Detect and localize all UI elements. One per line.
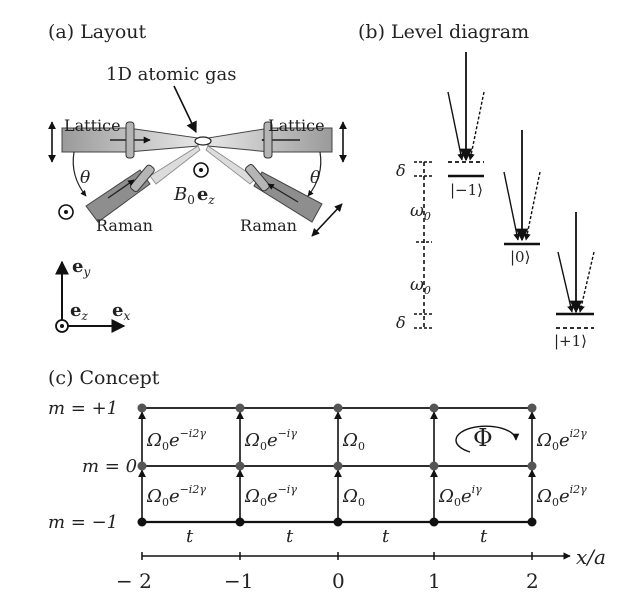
x-tick-label: 1 bbox=[428, 569, 441, 593]
lattice-column bbox=[333, 403, 343, 527]
site bbox=[333, 461, 343, 471]
panel-b: (b) Level diagram δ δ ω0 ω0 |−1⟩ |0⟩ bbox=[358, 21, 595, 350]
x-tick-label: −1 bbox=[224, 569, 253, 593]
site bbox=[333, 517, 343, 527]
panel-c-title: (c) Concept bbox=[48, 367, 160, 389]
panel-a-title: (a) Layout bbox=[48, 21, 147, 43]
lattice-columns bbox=[137, 403, 537, 527]
level-plus-one: |+1⟩ bbox=[554, 212, 595, 350]
coupling-upper: Ω0e−iγ bbox=[244, 427, 297, 453]
polarization-arrow-raman-right bbox=[311, 203, 343, 237]
tunneling-label: t bbox=[382, 526, 390, 547]
panel-b-title: (b) Level diagram bbox=[358, 21, 529, 43]
coupling-lower: Ω0ei2γ bbox=[536, 483, 587, 509]
site bbox=[527, 517, 537, 527]
site bbox=[137, 461, 147, 471]
level-label-plus-one: |+1⟩ bbox=[554, 332, 587, 350]
site bbox=[333, 403, 343, 413]
site bbox=[235, 517, 245, 527]
x-tick-label: 0 bbox=[332, 569, 345, 593]
coupling-lower: Ω0eiγ bbox=[438, 483, 482, 509]
atomic-gas-cloud bbox=[194, 136, 212, 146]
panel-c: (c) Concept m = +1 m = 0 m = −1 bbox=[48, 367, 606, 593]
level-label-zero: |0⟩ bbox=[510, 248, 530, 266]
tunneling-label: t bbox=[480, 526, 488, 547]
theta-left: θ bbox=[80, 168, 90, 188]
lens-right bbox=[263, 121, 273, 159]
lattice-column bbox=[527, 403, 537, 527]
axis-y-label: ey bbox=[72, 256, 90, 279]
site bbox=[429, 517, 439, 527]
site bbox=[527, 403, 537, 413]
lattice-label-left: Lattice bbox=[64, 116, 121, 135]
lattice-column bbox=[429, 403, 439, 527]
atomic-gas-label: 1D atomic gas bbox=[106, 64, 237, 85]
x-tick-label: − 2 bbox=[116, 569, 152, 593]
site bbox=[137, 403, 147, 413]
raman-label-left: Raman bbox=[96, 216, 153, 235]
delta-label-bottom: δ bbox=[396, 313, 406, 332]
tunneling-label: t bbox=[286, 526, 294, 547]
level-minus-one: |−1⟩ bbox=[447, 52, 485, 199]
axis-x-label: ex bbox=[112, 300, 130, 323]
omega-label-bottom: ω0 bbox=[410, 275, 431, 297]
site bbox=[429, 461, 439, 471]
theta-arc-left bbox=[72, 151, 87, 197]
raman-label-right: Raman bbox=[240, 216, 297, 235]
atomic-gas-pointer bbox=[173, 85, 197, 134]
axis-z-label: ez bbox=[70, 300, 88, 323]
level-zero: |0⟩ bbox=[503, 130, 541, 266]
coupling-upper: Ω0e−i2γ bbox=[146, 427, 206, 453]
level-label-minus-one: |−1⟩ bbox=[450, 181, 483, 199]
coupling-lower: Ω0e−i2γ bbox=[146, 483, 206, 509]
row-label-minus-one: m = −1 bbox=[48, 512, 118, 533]
coupling-lower: Ω0e−iγ bbox=[244, 483, 297, 509]
panel-a: (a) Layout 1D atomic gas θ θ bbox=[48, 21, 347, 333]
raman-mirror-left bbox=[130, 164, 155, 192]
out-of-plane-icon-center bbox=[193, 162, 209, 178]
coupling-lower: Ω0 bbox=[342, 486, 365, 509]
coupling-upper: Ω0 bbox=[342, 430, 365, 453]
site bbox=[235, 461, 245, 471]
flux-circulation-arrow bbox=[455, 425, 520, 453]
out-of-plane-icon-left bbox=[58, 204, 74, 220]
x-tick-label: 2 bbox=[526, 569, 539, 593]
site bbox=[137, 517, 147, 527]
theta-right: θ bbox=[310, 168, 320, 188]
theta-arc-right bbox=[307, 151, 322, 197]
lattice-column bbox=[235, 403, 245, 527]
coupling-upper: Ω0ei2γ bbox=[536, 427, 587, 453]
lattice-column bbox=[137, 403, 147, 527]
row-label-zero: m = 0 bbox=[82, 456, 137, 477]
lens-left bbox=[125, 121, 135, 159]
site bbox=[527, 461, 537, 471]
site bbox=[429, 403, 439, 413]
tunneling-label: t bbox=[186, 526, 194, 547]
lattice-label-right: Lattice bbox=[268, 116, 325, 135]
omega-label-top: ω0 bbox=[410, 201, 431, 223]
flux-symbol: Φ bbox=[473, 424, 493, 452]
x-axis-label: x/a bbox=[576, 545, 606, 569]
delta-label-top: δ bbox=[396, 161, 406, 180]
site bbox=[235, 403, 245, 413]
raman-mirror-right bbox=[245, 164, 270, 192]
row-label-plus-one: m = +1 bbox=[48, 398, 118, 419]
